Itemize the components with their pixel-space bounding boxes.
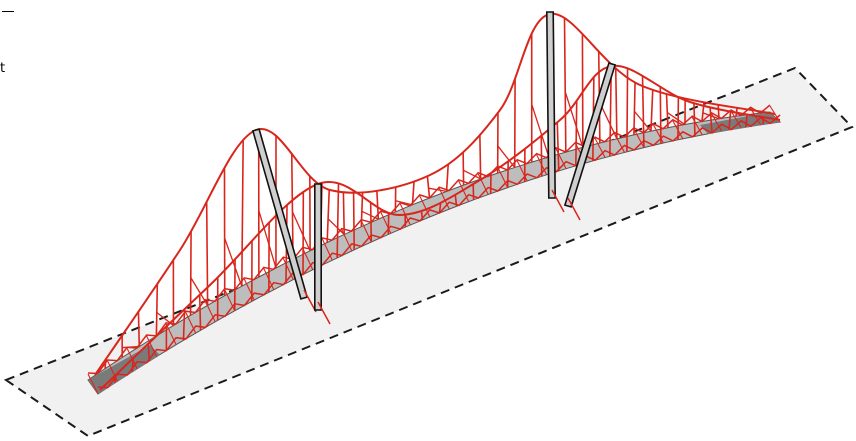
hanger-near xyxy=(728,111,732,130)
hanger-far xyxy=(189,231,192,316)
hanger-near xyxy=(609,66,613,157)
deck-cross-member xyxy=(87,373,99,395)
hanger-far xyxy=(411,181,415,205)
deck-cross-member xyxy=(730,110,742,129)
deck-cross-member xyxy=(380,211,392,234)
deck-cross-member xyxy=(204,300,216,323)
deck-cross-member xyxy=(185,311,197,334)
main-cable-far xyxy=(94,12,776,376)
hanger-near xyxy=(198,294,202,331)
hanger-brace xyxy=(702,112,720,120)
hanger-near xyxy=(626,68,629,152)
hanger-near xyxy=(352,190,356,250)
pylon-3 xyxy=(545,11,557,199)
deck-cross-member xyxy=(633,128,645,148)
pylon-2-base-tie xyxy=(317,301,331,325)
main-cables xyxy=(94,12,781,391)
pylon-3-base-tie xyxy=(551,189,565,213)
pylon-4 xyxy=(563,62,617,208)
main-cable-near xyxy=(99,64,781,391)
hanger-far xyxy=(445,164,450,192)
deck-end-shade-left xyxy=(88,345,160,394)
hanger-far xyxy=(479,135,482,179)
hanger-brace xyxy=(531,104,550,158)
hanger-near xyxy=(693,103,696,137)
ground-plane xyxy=(3,66,854,438)
hanger-brace xyxy=(463,169,481,180)
hanger-far xyxy=(155,283,159,336)
hanger-brace xyxy=(327,218,345,235)
hanger-far xyxy=(650,89,654,132)
deck-cross-member xyxy=(594,137,606,158)
hanger-cables xyxy=(104,13,765,383)
deck-cross-member xyxy=(165,323,177,345)
hanger-near xyxy=(438,202,442,214)
deck-cross-member xyxy=(321,238,333,261)
pylon-4-base-tie xyxy=(567,197,581,221)
hanger-far xyxy=(290,153,294,260)
deck-cross-member xyxy=(360,220,372,243)
deck-truss-far xyxy=(87,104,771,375)
hanger-near xyxy=(709,107,713,134)
hanger-far xyxy=(614,68,618,139)
hanger-far xyxy=(665,94,669,128)
pylon-2 xyxy=(313,183,323,311)
ground-plane-outline xyxy=(3,66,854,438)
deck-cross-member xyxy=(263,268,275,290)
hanger-far xyxy=(563,18,567,153)
deck-truss-near xyxy=(97,114,781,389)
hanger-near xyxy=(182,309,186,341)
hanger-brace xyxy=(497,145,516,168)
hanger-far xyxy=(205,201,209,306)
deck-cross-member xyxy=(497,166,509,188)
hanger-near xyxy=(762,117,765,125)
deck-cross-member xyxy=(711,113,723,132)
deck-cross-member xyxy=(652,124,664,144)
hanger-near xyxy=(659,86,662,144)
deck-cross-member xyxy=(419,195,431,218)
hanger-brace xyxy=(666,112,686,126)
deck-cross-member xyxy=(691,116,703,136)
deck-cross-member xyxy=(438,187,450,210)
edge-text-fragment: t xyxy=(0,61,6,76)
hanger-far xyxy=(137,311,141,347)
edge-dash-mark xyxy=(2,11,14,12)
deck-cross-member xyxy=(107,360,119,382)
deck-cross-member xyxy=(243,278,255,301)
bridge-pylons xyxy=(251,11,617,325)
deck-cross-member xyxy=(477,173,489,195)
hanger-far xyxy=(240,139,244,287)
deck-cross-member xyxy=(224,289,236,312)
hanger-brace xyxy=(258,210,277,269)
hanger-far xyxy=(342,192,346,235)
hanger-near xyxy=(506,161,509,188)
deck-cross-member xyxy=(302,248,314,270)
hanger-near xyxy=(556,122,560,171)
hanger-brace xyxy=(564,91,584,148)
hanger-near xyxy=(745,114,748,128)
hanger-brace xyxy=(395,200,413,206)
hanger-near xyxy=(641,75,645,148)
deck-cross-member xyxy=(536,154,548,175)
hanger-far xyxy=(326,189,331,243)
deck-cross-member xyxy=(555,148,567,169)
hanger-near xyxy=(336,183,340,258)
hanger-brace xyxy=(291,211,311,252)
deck-cross-member xyxy=(672,120,684,140)
deck-cross-member xyxy=(613,133,625,153)
deck-cross-member xyxy=(516,160,528,182)
hanger-far xyxy=(426,176,431,199)
hanger-near xyxy=(147,343,151,362)
deck-cross-member xyxy=(341,229,353,252)
deck-cross-member xyxy=(146,335,158,357)
deck-cross-member xyxy=(282,258,294,280)
hanger-far xyxy=(633,82,636,135)
hanger-near xyxy=(575,100,578,166)
deck-cross-member xyxy=(458,180,470,202)
